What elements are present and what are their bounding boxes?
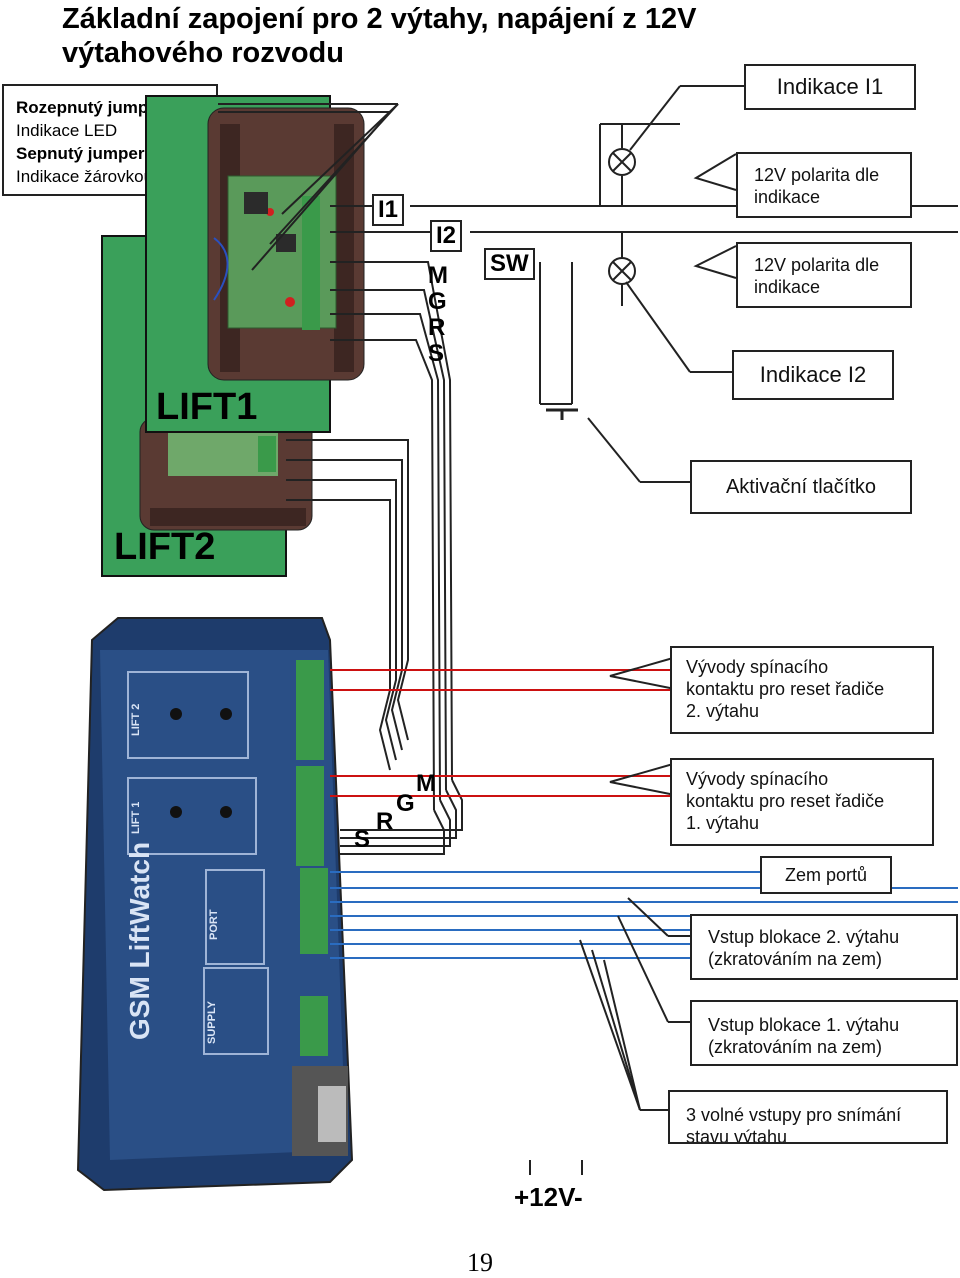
lift2-label: LIFT2 — [114, 526, 216, 568]
port-label: PORT — [208, 909, 220, 940]
callout-vyvody-2-line1: Vývody spínacího — [686, 657, 829, 677]
lift2-side-label: LIFT 2 — [130, 703, 142, 736]
power-label: +12V- — [514, 1182, 583, 1212]
title-line-1: Základní zapojení pro 2 výtahy, napájení… — [62, 3, 697, 35]
callout-polarita-2-line2: indikace — [754, 277, 821, 297]
callout-vyvody-2: Vývody spínacího kontaktu pro reset řadi… — [670, 646, 934, 734]
legend-open-jumper: Rozepnutý jumper — [16, 98, 165, 117]
callout-vyvody-1-line3: 1. výtahu — [686, 813, 760, 833]
callout-aktivacni-tlacitko: Aktivační tlačítko — [690, 460, 912, 514]
callout-vyvody-1-line1: Vývody spínacího — [686, 769, 829, 789]
callout-vyvody-2-line3: 2. výtahu — [686, 701, 760, 721]
callout-vyvody-1: Vývody spínacího kontaktu pro reset řadi… — [670, 758, 934, 846]
page-title: Základní zapojení pro 2 výtahy, napájení… — [62, 2, 696, 70]
wire-label-i1: I1 — [372, 194, 405, 226]
callout-volne-line1: 3 volné vstupy pro snímání — [686, 1105, 902, 1125]
callout-vyvody-1-line2: kontaktu pro reset řadiče — [686, 791, 885, 811]
wire-label-r: R — [428, 314, 446, 341]
callout-blokace-2-line1: Vstup blokace 2. výtahu — [708, 927, 900, 947]
wire-label-s2: S — [354, 826, 371, 853]
callout-volne-vstupy: 3 volné vstupy pro snímání stavu výtahu — [668, 1090, 948, 1144]
lift1-label: LIFT1 — [156, 386, 258, 428]
wire-label-s: S — [428, 340, 445, 367]
main-unit-label: GSM LiftWatch — [124, 841, 155, 1040]
callout-indikace-i2-text: Indikace I2 — [759, 362, 867, 387]
callout-zem-text: Zem portů — [784, 865, 868, 885]
bulb-i2-icon — [608, 257, 636, 285]
wire-label-m2: M — [416, 770, 436, 797]
callout-blokace-1-line2: (zkratováním na zem) — [708, 1037, 883, 1057]
callout-blokace-1: Vstup blokace 1. výtahu (zkratováním na … — [690, 1000, 958, 1066]
wire-label-g: G — [428, 288, 447, 315]
gsm-liftwatch-unit — [76, 617, 354, 1192]
push-button-symbol — [540, 403, 578, 420]
callout-volne-line2: stavu výtahu — [686, 1127, 788, 1144]
callout-zem-portu: Zem portů — [760, 856, 892, 894]
supply-label: SUPPLY — [206, 1000, 218, 1044]
callout-blokace-2-line2: (zkratováním na zem) — [708, 949, 883, 969]
callout-indikace-i1-text: Indikace I1 — [776, 74, 884, 99]
title-line-2: výtahového rozvodu — [62, 37, 344, 69]
callout-polarita-2: 12V polarita dle indikace — [736, 242, 912, 308]
wire-label-g2: G — [396, 790, 415, 817]
wire-label-sw: SW — [484, 248, 535, 280]
lift1-module — [145, 95, 365, 433]
page-number: 19 — [467, 1248, 493, 1277]
legend-closed-jumper: Sepnutý jumper — [16, 144, 145, 163]
red-reset-wires — [330, 669, 680, 797]
callout-indikace-i2: Indikace I2 — [732, 350, 894, 400]
callout-aktivacni-text: Aktivační tlačítko — [725, 476, 877, 498]
callout-blokace-2: Vstup blokace 2. výtahu (zkratováním na … — [690, 914, 958, 980]
callout-lines — [218, 85, 744, 1111]
lift1-side-label: LIFT 1 — [130, 801, 142, 834]
callout-polarita-1-line2: indikace — [754, 187, 821, 207]
callout-blokace-1-line1: Vstup blokace 1. výtahu — [708, 1015, 900, 1035]
wire-label-r2: R — [376, 808, 394, 835]
callout-polarita-1-line1: 12V polarita dle — [754, 165, 880, 185]
wire-label-m: M — [428, 262, 448, 289]
signal-wires — [286, 123, 958, 1175]
callout-polarita-2-line1: 12V polarita dle — [754, 255, 880, 275]
wire-label-i2: I2 — [430, 220, 463, 252]
callout-indikace-i1: Indikace I1 — [744, 64, 916, 110]
legend-bulb: Indikace žárovkou — [16, 167, 154, 186]
legend-led: Indikace LED — [16, 121, 118, 140]
callout-polarita-1: 12V polarita dle indikace — [736, 152, 912, 218]
callout-vyvody-2-line2: kontaktu pro reset řadiče — [686, 679, 885, 699]
bulb-i1-icon — [608, 148, 636, 176]
